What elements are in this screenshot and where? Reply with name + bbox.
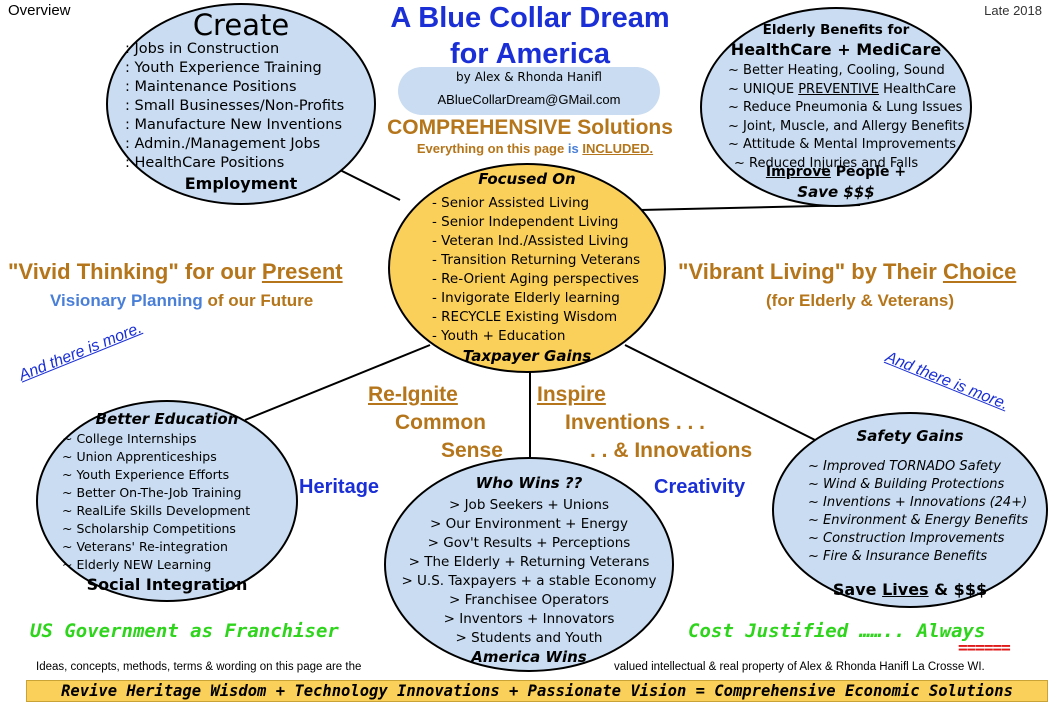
elderly-save: Save $$$ [797,183,875,201]
list-item: - Youth + Education [432,328,566,344]
safety-title: Safety Gains [856,427,964,445]
create-title: Create [192,8,290,42]
corner-label-right: Late 2018 [984,3,1042,18]
education-ellipse [36,400,298,602]
create-list: : Jobs in Construction : Youth Experience… [125,40,344,173]
us-government-slogan: US Government as Franchiser [30,620,339,642]
line-education [244,344,431,421]
elderly-item: ~ Reduce Pneumonia & Lung Issues [728,100,963,115]
byline: by Alex & Rhonda Hanifl [456,70,602,84]
elderly-ellipse [700,7,972,207]
wins-ellipse [384,457,674,672]
list-item: ~ Wind & Building Protections [808,477,1005,492]
focused-footer: Taxpayer Gains [462,347,592,365]
innovations: . . & Innovations [590,439,753,462]
sense: Sense [441,439,503,462]
list-item: : Jobs in Construction [125,41,280,57]
elderly-item: ~ Better Heating, Cooling, Sound [728,63,945,78]
list-item: : Admin./Management Jobs [125,136,321,152]
create-footer: Employment [184,174,298,193]
list-item: ~ Environment & Energy Benefits [808,513,1029,528]
list-item: ~ Scholarship Competitions [62,521,236,536]
list-item: ~ Improved TORNADO Safety [808,459,1001,474]
list-item: - Senior Assisted Living [432,195,590,211]
list-item: > Job Seekers + Unions [448,497,610,513]
footer-right: valued intellectual & real property of A… [614,661,985,673]
list-item: ~ Union Apprenticeships [62,449,217,464]
create-ellipse [106,3,376,205]
list-item: > U.S. Taxpayers + a stable Economy [401,573,657,589]
elderly-item: ~ Reduced Injuries and Falls [734,155,919,171]
common: Common [395,411,486,434]
list-item: > The Elderly + Returning Veterans [408,554,650,570]
list-item: - Veteran Ind./Assisted Living [432,233,629,249]
list-item: > Franchisee Operators [449,592,609,608]
line-safety [624,344,826,446]
cost-justified-slogan: Cost Justified …….. Always [688,620,986,642]
list-item: : Manufacture New Inventions [125,117,343,133]
list-item: - Transition Returning Veterans [432,252,641,268]
elderly-title-2: HealthCare + MediCare [730,40,942,59]
list-item: ~ Fire & Insurance Benefits [808,549,988,564]
safety-ellipse [772,412,1048,608]
list-item: : HealthCare Positions [125,155,285,171]
byline-pill: by Alex & Rhonda Hanifl ABlueCollarDream… [398,67,660,115]
education-list: ~ College Internships ~ Union Apprentices… [62,430,250,574]
bottom-banner: Revive Heritage Wisdom + Technology Inno… [26,680,1048,702]
banner-text: Revive Heritage Wisdom + Technology Inno… [61,682,1013,700]
list-item: > Our Environment + Energy [430,516,628,532]
included-note: Everything on this page is INCLUDED. [416,141,654,156]
list-item: - Re-Orient Aging perspectives [432,271,639,287]
vivid-thinking: "Vivid Thinking" for our Present [8,259,343,284]
heritage: Heritage [299,476,380,498]
focused-title: Focused On [478,170,576,188]
elderly-item: ~ Attitude & Mental Improvements [728,137,956,152]
list-item: ~ Better On-The-Job Training [62,485,242,500]
email: ABlueCollarDream@GMail.com [437,92,621,107]
list-item: > Gov't Results + Perceptions [427,535,631,551]
safety-save: Save Lives & $$$ [832,580,988,599]
list-item: - Invigorate Elderly learning [432,290,620,306]
comprehensive-heading: COMPREHENSIVE Solutions [387,116,673,139]
vibrant-living: "Vibrant Living" by Their Choice [678,259,1017,284]
list-item: ~ Construction Improvements [808,531,1005,546]
elderly-improve: Improve People + [765,164,907,180]
inspire: Inspire [537,383,606,406]
focused-list: - Senior Assisted Living - Senior Indepen… [432,194,640,346]
list-item: ~ RealLife Skills Development [62,503,251,518]
list-item: - Senior Independent Living [432,214,619,230]
list-item: ~ College Internships [62,431,197,446]
list-item: > Inventors + Innovators [443,611,615,627]
for-elderly-veterans: (for Elderly & Veterans) [766,291,955,310]
wins-footer: America Wins [471,648,587,666]
list-item: : Youth Experience Training [125,60,322,76]
list-item: ~ Inventions + Innovations (24+) [808,495,1028,510]
safety-list: ~ Improved TORNADO Safety ~ Wind & Buildi… [808,458,1028,566]
wins-list: > Job Seekers + Unions > Our Environment … [384,496,674,648]
list-item: - RECYCLE Existing Wisdom [432,309,618,325]
page-title: A Blue Collar Dream for America [390,2,670,70]
visionary-planning: Visionary Planning of our Future [50,291,314,310]
focused-ellipse [388,163,666,373]
list-item: ~ Youth Experience Efforts [62,467,230,482]
reignite: Re-Ignite [368,383,458,406]
footer-left: Ideas, concepts, methods, terms & wordin… [36,661,362,673]
list-item: : Small Businesses/Non-Profits [125,98,345,114]
elderly-title-1: Elderly Benefits for [762,22,910,38]
elderly-list: ~ Better Heating, Cooling, Sound ~ UNIQU… [728,62,964,173]
inventions: Inventions . . . [565,411,706,434]
list-item: ~ Veterans' Re-integration [62,539,228,554]
creativity: Creativity [654,476,746,498]
elderly-item-unique: ~ UNIQUE PREVENTIVE HealthCare [728,81,956,97]
elderly-item: ~ Joint, Muscle, and Allergy Benefits [728,118,965,134]
list-item: ~ Elderly NEW Learning [62,557,212,572]
wins-title: Who Wins ?? [475,474,583,492]
corner-label-left: Overview [8,2,71,19]
list-item: : Maintenance Positions [125,79,297,95]
education-title: Better Education [95,410,239,428]
equals-mark: ====== [958,638,1011,657]
list-item: > Students and Youth [455,630,603,646]
education-footer: Social Integration [86,575,248,594]
